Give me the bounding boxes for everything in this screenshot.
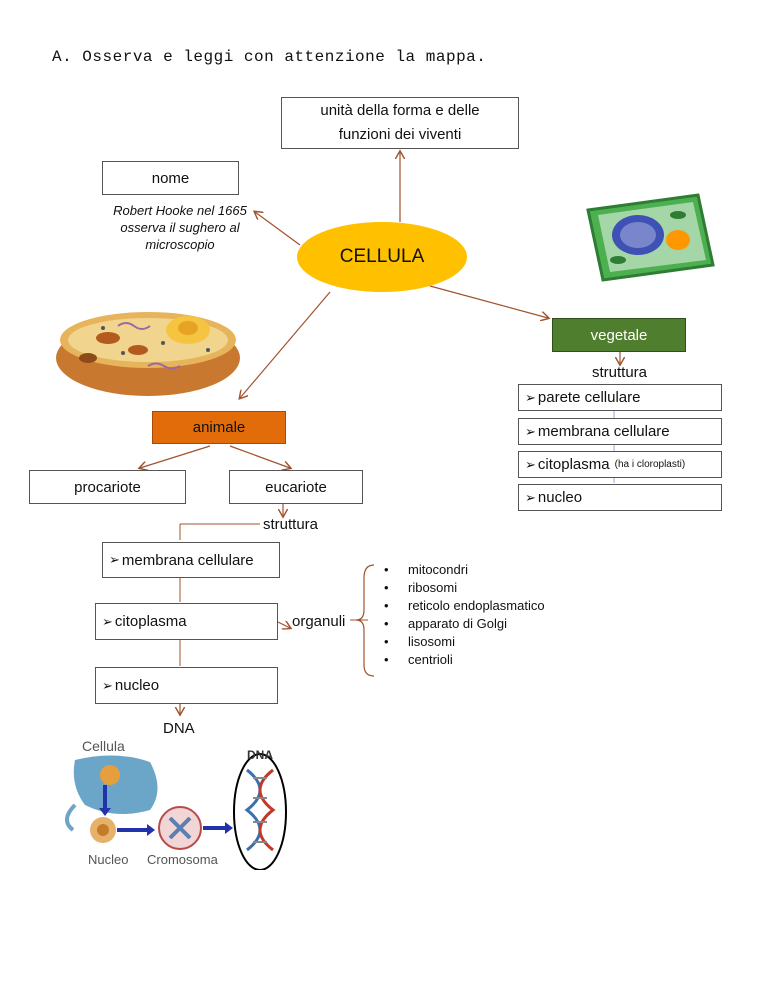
list-item: centrioli: [376, 651, 545, 669]
organelle-list: mitocondri ribosomi reticolo endoplasmat…: [376, 561, 545, 669]
dna-figure-dna-label: DNA: [247, 748, 273, 762]
nome-label: nome: [151, 169, 190, 187]
arrow-bullet-icon: ➢: [525, 489, 536, 505]
arrow-bullet-icon: ➢: [525, 456, 536, 472]
vegetale-box: vegetale: [552, 318, 686, 352]
arrow-bullet-icon: ➢: [525, 389, 536, 405]
animale-box: animale: [152, 411, 286, 444]
list-item: ribosomi: [376, 579, 545, 597]
dna-figure-cromosoma-label: Cromosoma: [147, 852, 218, 867]
animale-item-nucleo: ➢ nucleo: [95, 667, 278, 704]
arrow-bullet-icon: ➢: [109, 552, 120, 567]
arrow-bullet-icon: ➢: [102, 613, 113, 629]
list-item: reticolo endoplasmatico: [376, 597, 545, 615]
list-item: apparato di Golgi: [376, 615, 545, 633]
vegetale-label: vegetale: [590, 326, 648, 344]
eucariote-box: eucariote: [229, 470, 363, 504]
procariote-box: procariote: [29, 470, 186, 504]
organuli-label: organuli: [292, 613, 346, 630]
definition-box: unità della forma e delle funzioni dei v…: [281, 97, 519, 149]
cellula-label: CELLULA: [339, 246, 425, 267]
vegetale-item-parete: ➢ parete cellulare: [518, 384, 722, 411]
animal-cell-image: [56, 312, 240, 396]
dna-figure: [65, 753, 287, 870]
citoplasma-note: (ha i cloroplasti): [614, 459, 686, 470]
vegetale-item-citoplasma: ➢ citoplasma (ha i cloroplasti): [518, 451, 722, 478]
arrow-bullet-icon: ➢: [525, 423, 536, 439]
hooke-text: Robert Hooke nel 1665 osserva il sughero…: [113, 203, 247, 252]
vegetale-item-nucleo: ➢ nucleo: [518, 484, 722, 511]
dna-figure-nucleo-label: Nucleo: [88, 852, 129, 867]
list-item: lisosomi: [376, 633, 545, 651]
definition-text: unità della forma e delle funzioni dei v…: [320, 102, 480, 143]
cellula-ellipse: CELLULA: [297, 222, 467, 292]
dna-label: DNA: [163, 720, 195, 737]
animale-item-citoplasma: ➢ citoplasma: [95, 603, 278, 640]
animale-item-membrana: ➢ membrana cellulare: [102, 542, 280, 578]
dna-figure-cellula-label: Cellula: [82, 738, 125, 754]
vegetale-struttura-label: struttura: [592, 364, 648, 381]
arrow-bullet-icon: ➢: [102, 677, 113, 693]
vegetale-item-membrana: ➢ membrana cellulare: [518, 418, 722, 445]
list-item: mitocondri: [376, 561, 545, 579]
nome-box: nome: [102, 161, 239, 195]
plant-cell-image: [586, 193, 715, 282]
instruction-text: A. Osserva e leggi con attenzione la map…: [52, 48, 487, 66]
animale-struttura-label: struttura: [263, 516, 319, 533]
animale-label: animale: [192, 419, 246, 436]
